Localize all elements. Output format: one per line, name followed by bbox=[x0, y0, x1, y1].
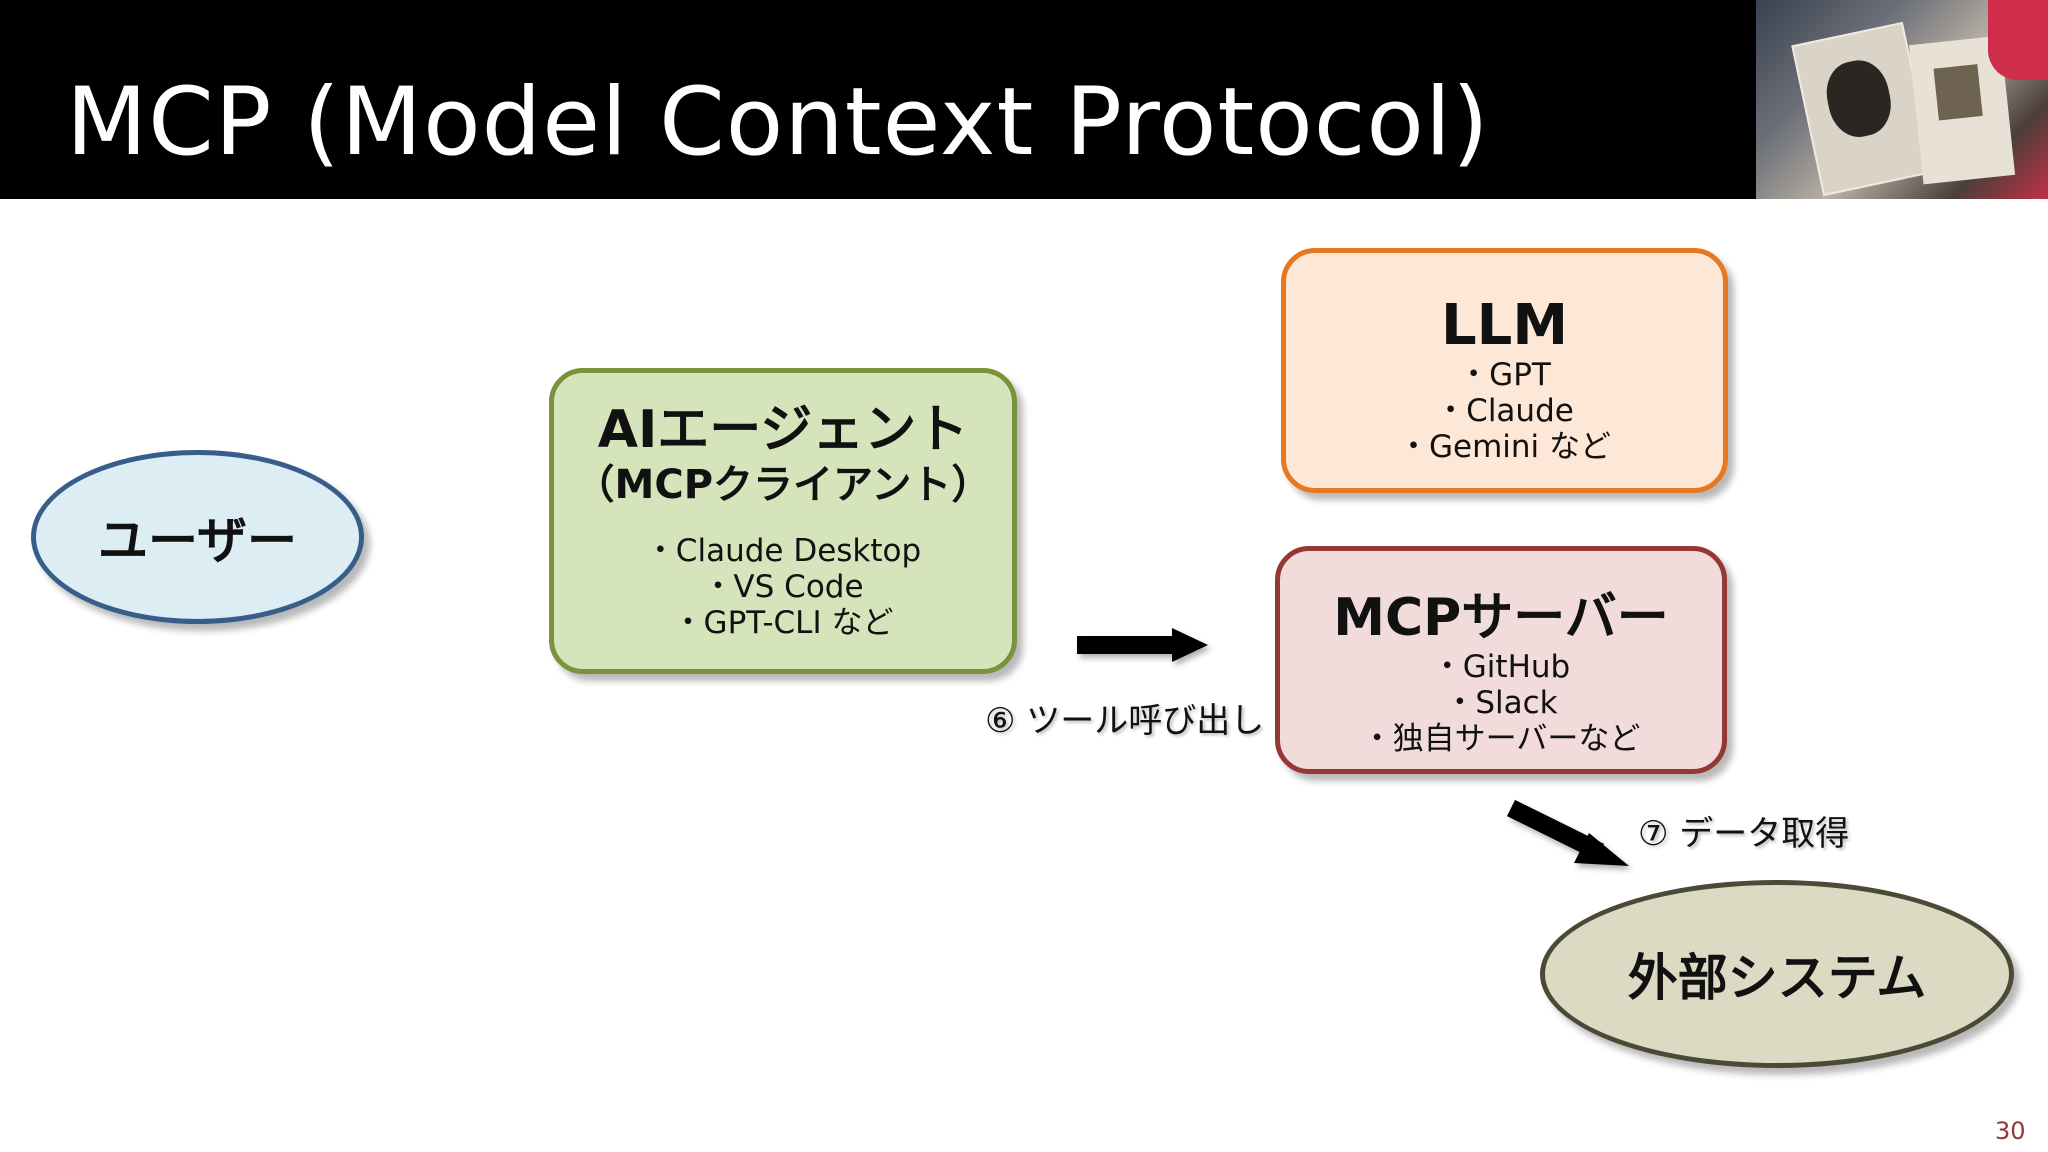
ai-agent-title: AIエージェント bbox=[597, 400, 969, 460]
user-label: ユーザー bbox=[98, 512, 297, 570]
llm-item: ・GPT bbox=[1458, 357, 1551, 393]
llm-title: LLM bbox=[1440, 293, 1569, 358]
edge-label-tool-call: ⑥ ツール呼び出し bbox=[985, 701, 1265, 741]
llm-box: LLM ・GPT ・Claude ・Gemini など bbox=[1281, 248, 1728, 493]
external-system-node: 外部システム bbox=[1540, 880, 2014, 1068]
external-system-label: 外部システム bbox=[1627, 949, 1927, 1007]
llm-item: ・Claude bbox=[1435, 393, 1574, 429]
ai-agent-subtitle: （MCPクライアント） bbox=[574, 462, 992, 508]
edge-label-data-fetch: ⑦ データ取得 bbox=[1638, 814, 1850, 854]
ai-agent-item: ・Claude Desktop bbox=[644, 533, 922, 569]
user-node: ユーザー bbox=[31, 450, 364, 624]
title-bar: MCP (Model Context Protocol) bbox=[0, 0, 2048, 199]
ai-agent-box: AIエージェント （MCPクライアント） ・Claude Desktop ・VS… bbox=[549, 368, 1017, 674]
llm-item: ・Gemini など bbox=[1397, 429, 1612, 465]
ai-agent-item: ・VS Code bbox=[702, 569, 864, 605]
mcp-server-box: MCPサーバー ・GitHub ・Slack ・独自サーバーなど bbox=[1275, 546, 1727, 774]
photo-thumbnail bbox=[1756, 0, 2048, 199]
arrow-tool-call bbox=[1077, 628, 1208, 662]
slide-title: MCP (Model Context Protocol) bbox=[66, 68, 1490, 177]
ai-agent-item: ・GPT-CLI など bbox=[672, 605, 894, 641]
red-object bbox=[1988, 0, 2048, 80]
mcp-server-item: ・独自サーバーなど bbox=[1361, 721, 1641, 757]
arrow-data-fetch bbox=[1507, 799, 1629, 866]
mcp-server-title: MCPサーバー bbox=[1333, 588, 1669, 648]
mcp-server-item: ・GitHub bbox=[1431, 649, 1571, 685]
mcp-server-item: ・Slack bbox=[1444, 685, 1558, 721]
page-number: 30 bbox=[1995, 1117, 2026, 1145]
